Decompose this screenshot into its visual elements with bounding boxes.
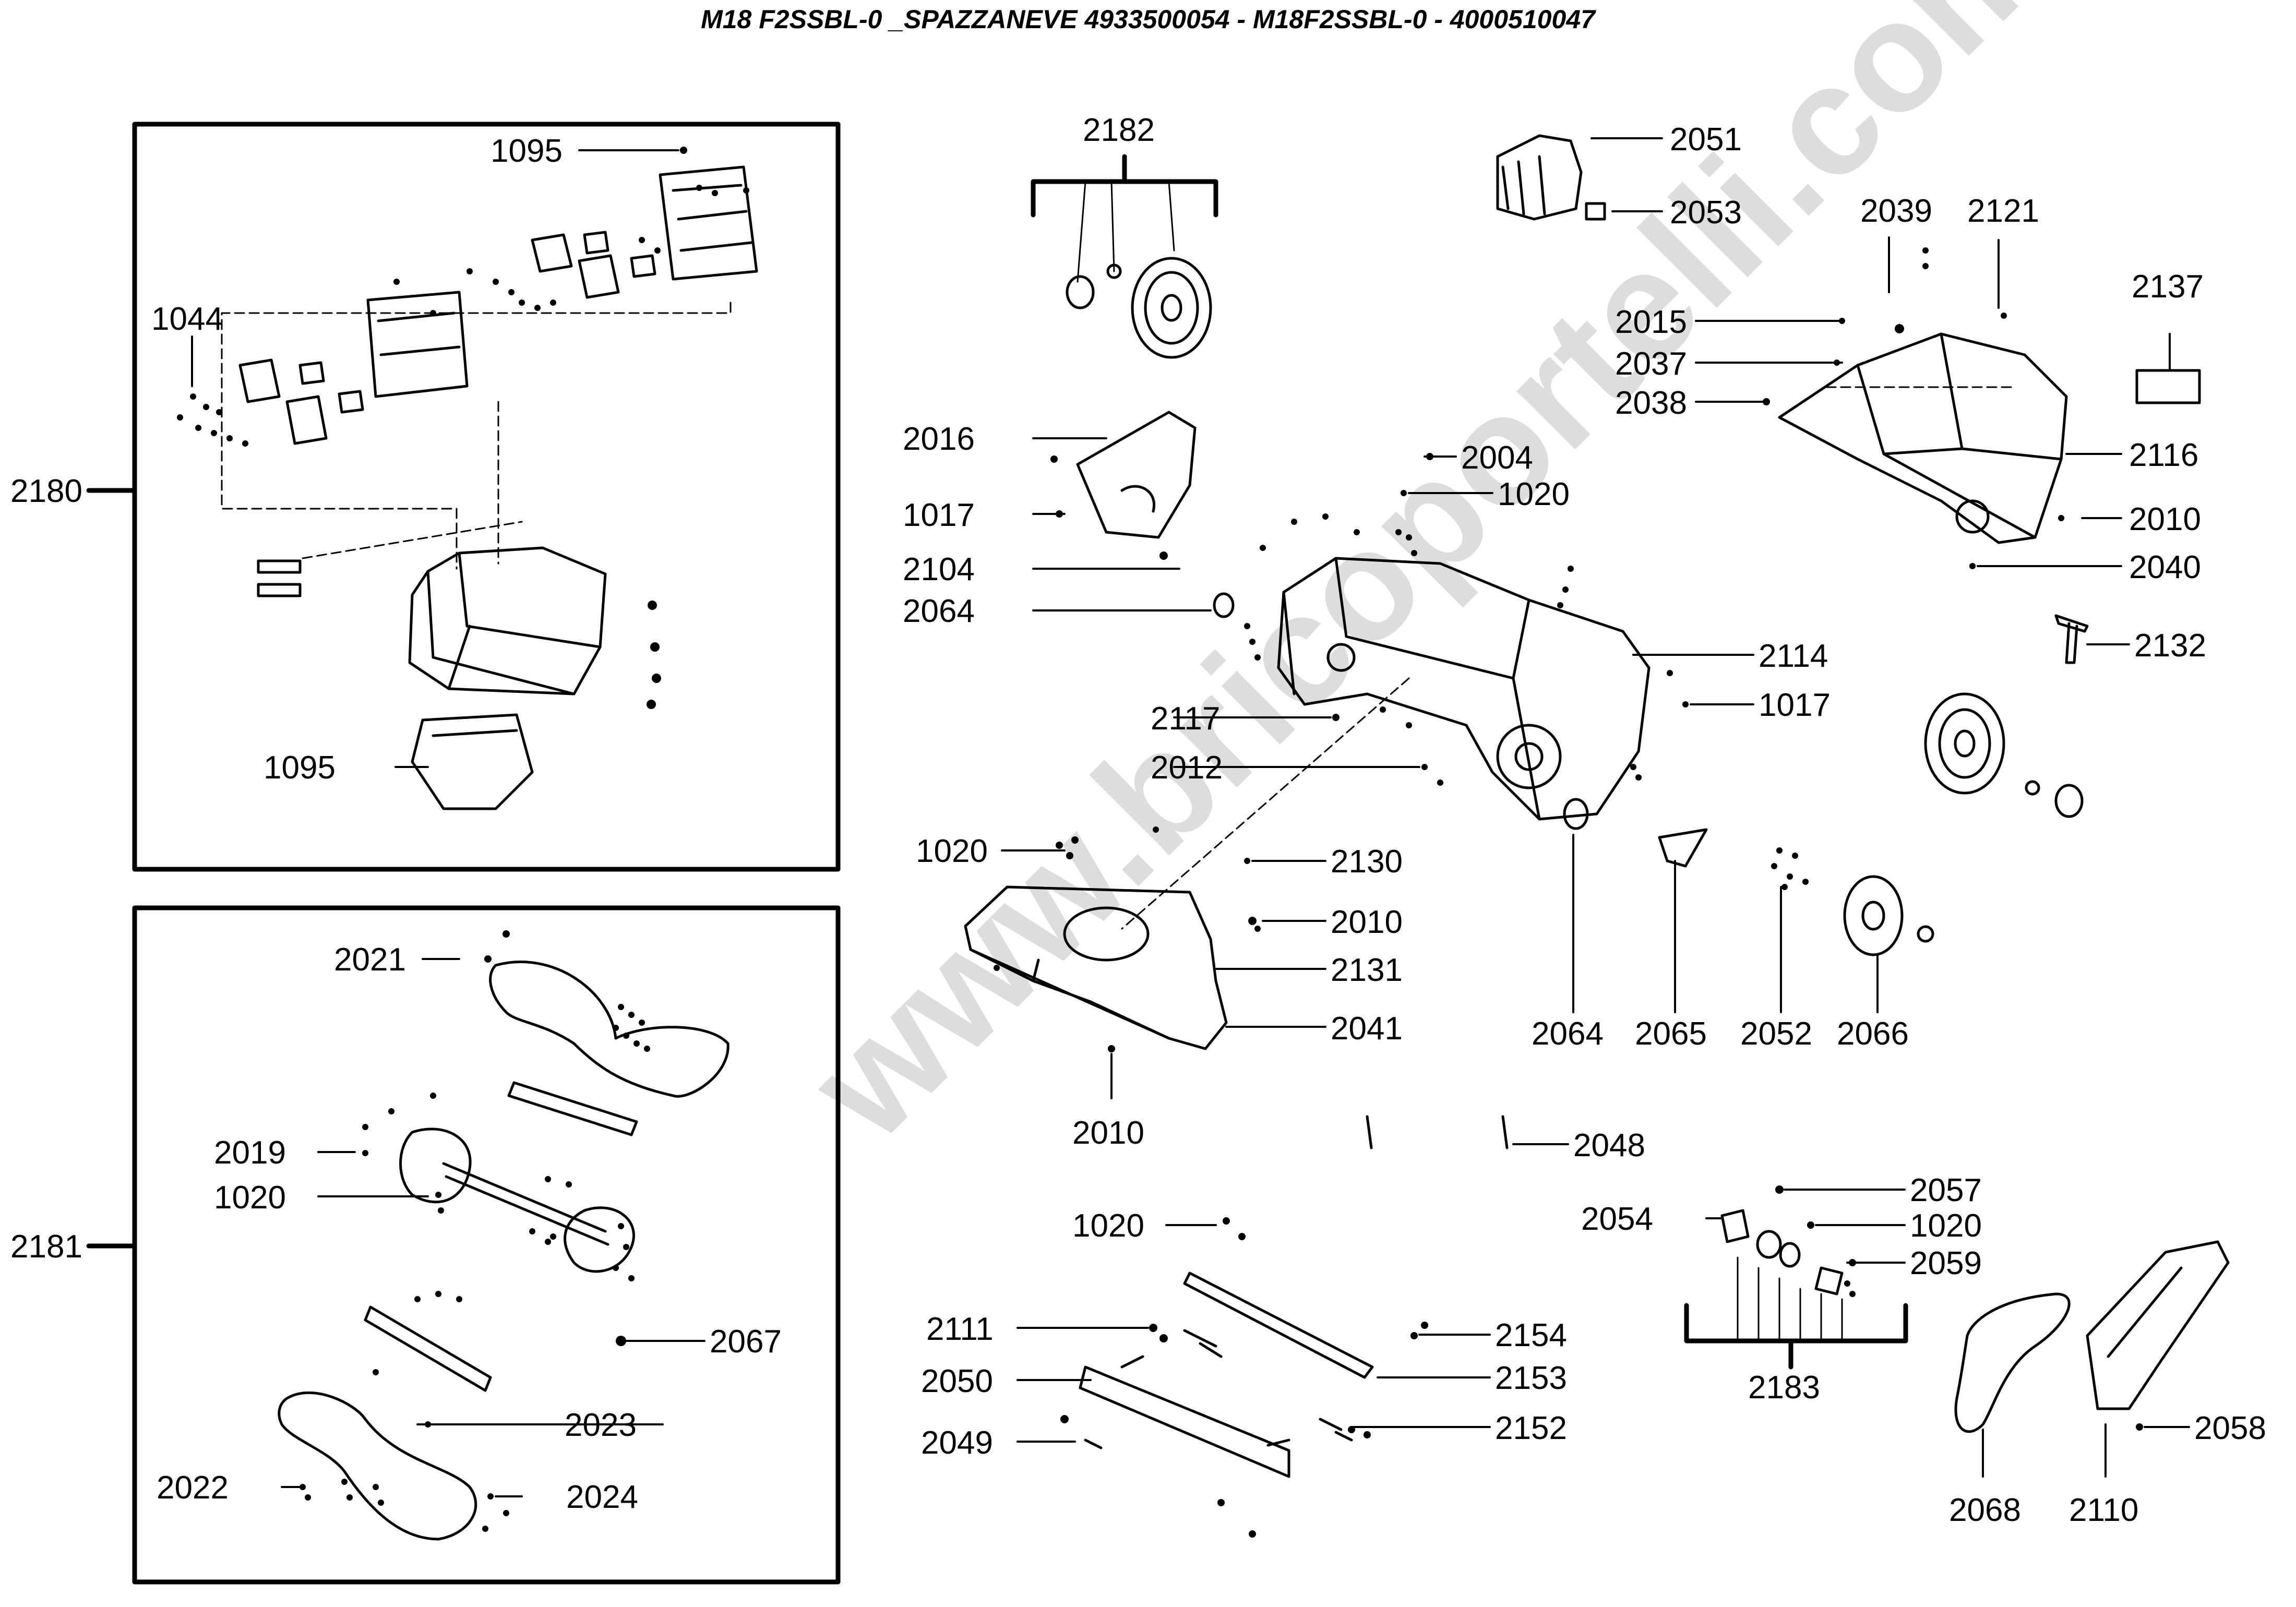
part-label: 1095 (491, 133, 563, 169)
part-label: 2012 (1151, 750, 1223, 786)
part-label: 2121 (1967, 193, 2039, 229)
part-label: 2114 (1759, 638, 1828, 674)
battery-tray (408, 546, 607, 695)
part-label: 2050 (921, 1363, 993, 1399)
part-label: 1017 (903, 497, 975, 533)
part-label: 2016 (903, 421, 975, 457)
part-label: 1020 (214, 1180, 286, 1216)
part-label: 2116 (2129, 437, 2198, 473)
part-label: 2065 (1635, 1016, 1707, 1052)
pulley-2183 (1720, 1209, 1844, 1296)
bracket-2065 (1658, 828, 1708, 868)
part-label: 2068 (1949, 1492, 2021, 1528)
panel-2181 (132, 905, 841, 1585)
part-label: 2104 (903, 551, 975, 587)
part-label: 2004 (1461, 440, 1533, 476)
part-label: 2066 (1837, 1016, 1909, 1052)
part-label: 2051 (1670, 122, 1742, 158)
part-label: 1020 (1072, 1208, 1144, 1244)
part-label: 2064 (1532, 1016, 1604, 1052)
part-label: 2059 (1910, 1245, 1982, 1281)
part-label: 2039 (1860, 193, 1932, 229)
part-label: 2067 (710, 1324, 782, 1360)
part-label: 2038 (1615, 385, 1687, 421)
part-label: 2010 (1331, 904, 1403, 940)
part-label: 2022 (157, 1470, 229, 1506)
cover-2016 (1076, 411, 1197, 539)
motor-2051 (1496, 134, 1606, 221)
part-label: 2110 (2069, 1492, 2138, 1528)
part-label: 2057 (1910, 1172, 1982, 1208)
part-label: 2024 (566, 1479, 638, 1515)
bracket-2182 (1031, 154, 1218, 218)
part-label: 2111 (926, 1311, 994, 1347)
part-label: 2053 (1670, 195, 1742, 231)
part-label: 1017 (1759, 687, 1831, 723)
bracket-2183 (1684, 1303, 1908, 1370)
part-label: 1020 (1498, 476, 1570, 512)
part-label: 2037 (1615, 346, 1687, 382)
part-label: 2130 (1331, 844, 1403, 880)
part-label: 2015 (1615, 304, 1687, 340)
part-label: 1020 (916, 833, 988, 869)
part-label: 2153 (1495, 1360, 1567, 1396)
wheel-2182 (1066, 257, 1212, 359)
part-label: 2021 (334, 942, 406, 978)
group-label-2183: 2183 (1748, 1370, 1820, 1406)
part-label: 2064 (903, 593, 975, 629)
part-label: 2054 (1581, 1201, 1653, 1237)
cover-2110 (2086, 1240, 2230, 1410)
chassis-2114 (1277, 557, 1651, 821)
part-label: 2019 (214, 1135, 286, 1171)
auger-parts (278, 961, 730, 1541)
label-2137 (2135, 369, 2201, 404)
part-label: 2040 (2129, 549, 2201, 585)
part-label: 2023 (565, 1407, 637, 1443)
part-label: 2049 (921, 1425, 993, 1461)
part-label: 2117 (1151, 701, 1220, 737)
hardware-dots (177, 147, 2143, 1538)
part-label: 2010 (1072, 1115, 1144, 1151)
panel-2180 (132, 122, 841, 872)
battery-holder-parts (238, 165, 758, 810)
part-label: 2152 (1495, 1410, 1567, 1446)
part-label: 2010 (2129, 501, 2201, 537)
part-label: 2058 (2194, 1410, 2266, 1446)
group-label-2181: 2181 (10, 1229, 82, 1265)
diagram-title: M18 F2SSBL-0 _SPAZZANEVE 4933500054 - M1… (701, 5, 1595, 34)
part-label: 1095 (264, 750, 336, 786)
part-label: 1020 (1910, 1208, 1982, 1244)
belt-2068 (1954, 1292, 2071, 1433)
part-label: 2137 (2132, 269, 2204, 305)
group-label-2182: 2182 (1083, 112, 1155, 148)
key-2132 (2054, 614, 2089, 664)
part-label: 2041 (1331, 1011, 1403, 1047)
chute-base-2041 (964, 885, 1228, 1050)
part-label: 2048 (1573, 1128, 1645, 1164)
wheel-right (1843, 692, 2084, 956)
group-label-2180: 2180 (10, 473, 82, 509)
part-label: 2131 (1331, 952, 1403, 988)
part-label: 2132 (2134, 628, 2206, 664)
scraper-assembly (1079, 1272, 1374, 1478)
housing-2116 (1778, 332, 2068, 544)
part-label: 2052 (1740, 1016, 1812, 1052)
part-label: 1044 (151, 301, 223, 337)
part-label: 2154 (1495, 1317, 1567, 1353)
